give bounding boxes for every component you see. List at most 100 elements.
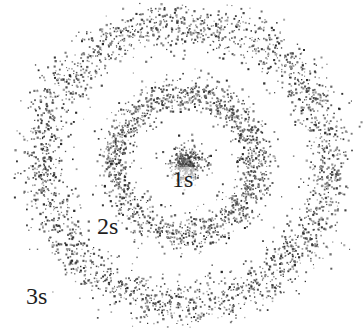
density-dot <box>231 202 233 204</box>
density-dot <box>264 150 266 152</box>
density-dot <box>209 155 211 157</box>
density-dot <box>130 203 132 205</box>
density-dot <box>134 120 135 121</box>
density-dot <box>254 141 255 142</box>
density-dot <box>92 194 94 196</box>
density-dot <box>241 194 243 196</box>
density-dot <box>179 158 181 160</box>
density-dot <box>187 244 189 246</box>
density-dot <box>240 142 241 143</box>
density-dot <box>239 159 241 161</box>
density-dot <box>112 167 114 169</box>
density-dot <box>180 256 182 258</box>
density-dot <box>191 134 193 136</box>
density-dot <box>128 217 130 219</box>
density-dot <box>181 98 182 99</box>
density-dot <box>216 86 217 87</box>
density-dot <box>131 113 133 115</box>
density-dot <box>228 219 230 221</box>
density-dot <box>238 99 239 100</box>
density-dot <box>244 216 245 217</box>
density-dot <box>131 222 132 223</box>
density-dot <box>117 182 119 184</box>
density-dot <box>185 94 186 95</box>
density-dot <box>122 142 124 144</box>
density-dot <box>187 242 189 244</box>
density-dot <box>215 231 216 232</box>
density-dot <box>222 199 223 200</box>
density-dot <box>161 103 163 105</box>
density-dot <box>237 166 239 168</box>
density-dot <box>176 153 178 155</box>
density-dot <box>104 151 105 152</box>
density-dot <box>184 147 186 149</box>
density-dot <box>244 181 245 182</box>
density-dot <box>115 142 117 144</box>
density-dot <box>147 190 149 192</box>
density-dot <box>123 190 125 192</box>
density-dot <box>277 138 279 140</box>
density-dot <box>181 153 182 154</box>
density-dot <box>156 111 158 113</box>
density-dot <box>130 110 131 111</box>
density-dot <box>155 237 157 239</box>
density-dot <box>195 83 197 85</box>
density-dot <box>263 139 264 140</box>
density-dot <box>258 121 260 123</box>
density-dot <box>255 178 257 180</box>
density-dot <box>228 97 229 98</box>
density-dot <box>126 228 128 230</box>
density-dot <box>134 187 136 189</box>
density-dot <box>194 103 195 104</box>
density-dot <box>250 139 252 141</box>
density-dot <box>250 149 251 150</box>
density-dot <box>260 163 262 165</box>
density-dot <box>160 89 162 91</box>
density-dot <box>216 116 217 117</box>
density-dot <box>249 180 251 182</box>
density-dot <box>120 136 122 138</box>
density-dot <box>189 227 191 229</box>
density-dot <box>241 17 242 18</box>
density-dot <box>266 174 268 176</box>
density-dot <box>134 211 135 212</box>
density-dot <box>235 138 237 140</box>
density-dot <box>147 215 149 217</box>
density-dot <box>121 144 122 145</box>
density-dot <box>286 223 288 225</box>
density-dot <box>254 175 256 177</box>
density-dot <box>295 250 297 252</box>
density-dot <box>213 242 214 243</box>
density-dot <box>147 200 149 202</box>
density-dot <box>226 223 227 224</box>
density-dot <box>118 111 119 112</box>
density-dot <box>144 116 145 117</box>
density-dot <box>199 77 201 79</box>
density-dot <box>181 92 183 94</box>
density-dot <box>51 110 53 112</box>
density-dot <box>176 233 177 234</box>
density-dot <box>242 130 244 132</box>
density-dot <box>196 110 198 112</box>
density-dot <box>247 220 248 221</box>
density-dot <box>121 129 123 131</box>
density-dot <box>186 150 188 152</box>
density-dot <box>124 142 126 144</box>
density-dot <box>181 243 182 244</box>
density-dot <box>189 97 191 99</box>
density-dot <box>108 131 110 133</box>
density-dot <box>236 203 238 205</box>
density-dot <box>224 101 226 103</box>
density-dot <box>251 157 253 159</box>
density-dot <box>245 215 247 217</box>
density-dot <box>211 110 213 112</box>
density-dot <box>248 150 250 152</box>
density-dot <box>117 141 118 142</box>
density-dot <box>150 8 152 10</box>
density-dot <box>162 219 164 221</box>
density-dot <box>269 39 271 41</box>
density-dot <box>243 206 245 208</box>
density-dot <box>140 93 142 95</box>
density-dot <box>200 233 201 234</box>
density-dot <box>245 118 247 120</box>
